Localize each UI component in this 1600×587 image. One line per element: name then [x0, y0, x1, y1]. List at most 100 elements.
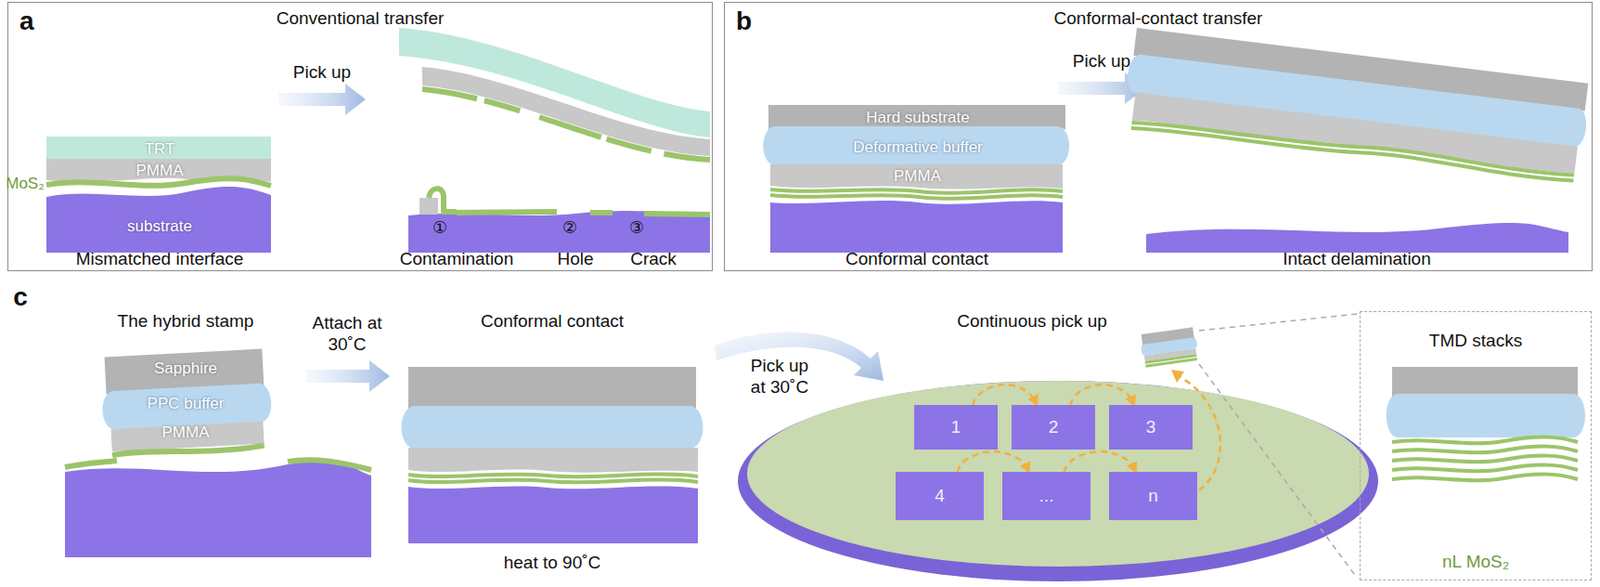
- wafer: [737, 380, 1379, 581]
- mos2-layer: [770, 189, 1063, 194]
- conformal-stack: [408, 474, 698, 478]
- buffer-layer: [762, 126, 1070, 166]
- wafer: [747, 380, 1369, 567]
- conformal-stack: [401, 405, 704, 449]
- callout-number: ①: [432, 218, 448, 239]
- caption-text: heat to 90˚C: [503, 552, 602, 574]
- substrate-layer: [1146, 222, 1569, 253]
- caption-text: Intact delamination: [1282, 248, 1432, 271]
- attach-arrow: [306, 360, 390, 392]
- mos2-fragments: [287, 459, 372, 470]
- layer-label: Deformative buffer: [852, 138, 983, 157]
- tmd-stack: [1392, 464, 1578, 472]
- die-square: 1: [914, 404, 998, 450]
- die-square: n: [1109, 471, 1198, 520]
- pmma-layer-box: PMMA: [109, 421, 262, 444]
- zoom-leader: [1199, 313, 1357, 578]
- pmma-layer: [770, 164, 1063, 190]
- panel-title: Conformal-contact transfer: [724, 8, 1592, 29]
- substrate-layer: [770, 200, 1063, 253]
- die-number: n: [1148, 485, 1159, 506]
- panel-letter: a: [19, 6, 35, 37]
- caption-text: The hybrid stamp: [117, 310, 255, 333]
- ppc-buffer-box: PPC buffer: [103, 386, 268, 422]
- mos2-layer: [770, 189, 1063, 199]
- die-square: ...: [1002, 471, 1091, 520]
- zoom-leader: [1199, 363, 1357, 578]
- die-number: 1: [951, 416, 962, 438]
- buffer-layer-box: Deformative buffer: [769, 129, 1067, 165]
- mos2-layer: [770, 194, 1063, 199]
- attach-arrow: [306, 360, 390, 392]
- pmma-layer: [770, 164, 1063, 190]
- callout-number: ②: [562, 218, 578, 239]
- peeled-mos2: [422, 89, 710, 160]
- zoom-box: TMD stacksnL MoS₂: [1359, 310, 1592, 581]
- panel-letter: c: [12, 281, 28, 313]
- hybrid-stamp: [100, 348, 274, 456]
- buffer-layer: [762, 126, 1070, 166]
- pick-up-sequence-arrow: [957, 451, 1030, 472]
- mos2-fragments: [456, 211, 557, 213]
- contamination-residue: [428, 188, 457, 212]
- panel-letter: b: [735, 6, 752, 37]
- contamination-residue: [419, 188, 457, 215]
- substrate-layer: [46, 186, 271, 253]
- trt-layer: [46, 136, 271, 160]
- mos2-layer: [46, 178, 271, 186]
- tmd-stack: [1386, 393, 1586, 438]
- hybrid-stamp: [112, 445, 265, 456]
- mos2-fragments: [590, 209, 613, 216]
- tmd-stack: [1392, 455, 1578, 463]
- stack-thumbnail: [1139, 326, 1200, 368]
- conformal-stack: [408, 486, 698, 543]
- peeled-pmma: [422, 66, 710, 156]
- trt-layer: [46, 136, 271, 160]
- caption-text: Mismatched interface: [76, 248, 245, 271]
- zoom-leader: [1199, 313, 1357, 331]
- layer-label: substrate: [127, 217, 193, 236]
- mos2-fragments: [64, 460, 117, 467]
- step-label: Pick up: [293, 62, 351, 84]
- caption-text: Conformal contact: [845, 248, 989, 271]
- substrate-layer: [64, 459, 372, 557]
- layer-label: nL MoS₂: [1360, 551, 1591, 572]
- delaminated-stack: [1121, 27, 1591, 184]
- layer-label: PMMA: [162, 423, 210, 442]
- wafer: [737, 380, 1379, 581]
- sapphire-layer-box: Sapphire: [106, 350, 265, 387]
- substrate-layer: [46, 186, 271, 253]
- pick-up-sequence-arrow: [1064, 451, 1136, 472]
- mos2-fragments: [644, 213, 710, 215]
- delaminated-stack: [1131, 123, 1575, 183]
- pmma-layer-box: PMMA: [47, 159, 272, 182]
- callout-number: ③: [629, 218, 645, 239]
- substrate-layer: [64, 459, 372, 557]
- die-square: 3: [1109, 404, 1193, 450]
- pick-up-sequence-arrow: [972, 384, 1037, 405]
- panel-box: Hard substrateDeformative bufferPMMAbCon…: [723, 1, 1593, 271]
- layer-label: PMMA: [136, 161, 184, 181]
- pick-up-arrow: [278, 83, 366, 116]
- substrate-layer-box: substrate: [47, 203, 272, 250]
- layer-label: TRT: [144, 140, 176, 159]
- substrate-layer: [770, 200, 1063, 253]
- peeled-mos2: [422, 89, 710, 160]
- pick-up-arrow: [278, 83, 366, 116]
- conformal-stack: [408, 479, 698, 483]
- mos2-fragments: [456, 211, 710, 215]
- hard-substrate-layer: [768, 104, 1066, 130]
- delaminated-stack: [1132, 117, 1575, 178]
- conformal-stack: [408, 447, 698, 473]
- caption-text: Crack: [630, 248, 677, 271]
- tmd-stack: [1392, 446, 1578, 453]
- die-number: 3: [1146, 416, 1157, 438]
- die-square: 2: [1011, 404, 1096, 450]
- caption-text: Conformal contact: [480, 310, 624, 333]
- step-label: Pick up: [1072, 51, 1131, 73]
- mos2-fragments: [64, 459, 372, 470]
- die-number: 2: [1048, 416, 1059, 438]
- die-number: ...: [1039, 485, 1055, 506]
- pmma-layer-box: PMMA: [771, 165, 1064, 188]
- step-label: Pick up at 30˚C: [742, 355, 817, 399]
